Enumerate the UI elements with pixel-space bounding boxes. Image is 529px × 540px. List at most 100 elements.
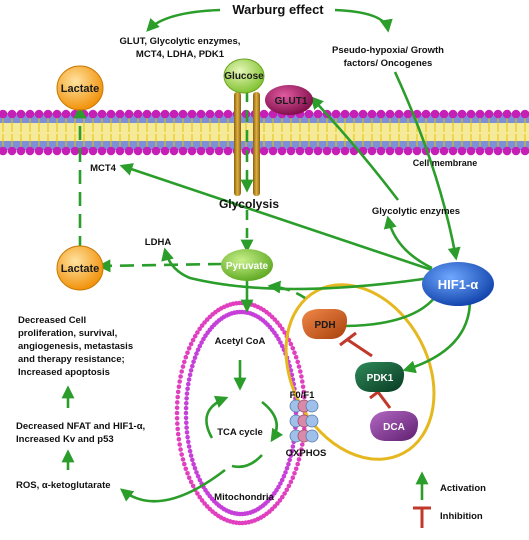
mito-membrane-bead: [174, 405, 180, 411]
mito-membrane-bead: [288, 453, 294, 458]
lipid-head: [7, 109, 17, 119]
mct4-label: MCT4: [90, 163, 117, 174]
mito-membrane-bead: [195, 330, 200, 335]
mito-membrane-bead: [192, 355, 198, 361]
lipid-head: [304, 146, 314, 156]
lipid-head: [34, 109, 44, 119]
mito-membrane-bead: [183, 410, 189, 416]
mito-membrane-bead: [290, 346, 296, 351]
lipid-head: [331, 109, 341, 119]
mito-membrane-bead: [183, 405, 189, 411]
mito-membrane-bead: [175, 394, 180, 400]
mito-membrane-bead: [302, 394, 307, 400]
arrow-enzymes-glut1: [310, 96, 400, 201]
lipid-head: [412, 146, 422, 156]
mito-membrane-bead: [301, 389, 307, 395]
lipid-head: [205, 146, 215, 156]
mito-membrane-bead: [175, 421, 180, 426]
lipid-head: [313, 146, 323, 156]
mito-membrane-bead: [175, 426, 180, 432]
lipid-head: [133, 109, 143, 119]
mito-membrane-bead: [296, 457, 302, 462]
lipid-head: [196, 109, 206, 119]
lipid-head: [52, 146, 62, 156]
lipid-head: [511, 109, 521, 119]
mito-membrane-bead: [278, 340, 283, 345]
warburg-right-line2: factors/ Oncogenes: [344, 58, 433, 69]
mito-membrane-bead: [178, 374, 183, 379]
channel-left: [234, 92, 241, 196]
mito-membrane-bead: [282, 330, 287, 335]
outcome2-line2: Increased Kv and p53: [16, 434, 114, 445]
lipid-head: [520, 146, 529, 156]
outcome1-line1: Decreased Cell: [18, 315, 86, 326]
mito-membrane-bead: [197, 343, 203, 349]
mito-membrane-bead: [185, 471, 190, 476]
mito-membrane-bead: [176, 384, 182, 390]
lipid-head: [340, 146, 350, 156]
lipid-head: [466, 146, 476, 156]
lipid-head: [115, 109, 125, 119]
mito-membrane-bead: [179, 369, 184, 374]
lipid-head: [151, 146, 161, 156]
arrow-ldha-tick: [164, 254, 173, 260]
mito-membrane-bead: [190, 483, 196, 489]
mito-membrane-bead: [188, 368, 194, 373]
mito-membrane-bead: [188, 453, 194, 458]
lipid-head: [178, 109, 188, 119]
arrow-warburg-right: [334, 8, 393, 33]
lipid-head: [151, 109, 161, 119]
lipid-head: [169, 109, 179, 119]
mito-membrane-bead: [175, 400, 180, 405]
lipid-head: [0, 109, 8, 119]
mito-membrane-bead: [190, 457, 195, 463]
mito-membrane-bead: [277, 323, 283, 328]
mito-membrane-bead: [277, 498, 283, 503]
lipid-head: [511, 146, 521, 156]
mito-membrane-bead: [197, 494, 202, 500]
lipid-head: [457, 109, 467, 119]
f0-subunit: [305, 429, 319, 443]
lipid-head: [295, 146, 305, 156]
tca-arc-bottom: [231, 454, 263, 469]
dca-label: DCA: [383, 422, 405, 433]
lipid-head: [214, 146, 224, 156]
glycolytic-enzymes-label: Glycolytic enzymes: [372, 206, 460, 217]
lipid-head: [259, 109, 269, 119]
lipid-head: [277, 146, 287, 156]
mito-membrane-bead: [184, 420, 189, 426]
lipid-head: [331, 146, 341, 156]
inhibit-pdk1-pdh-bar: [339, 331, 357, 347]
arrow-pseudohypoxia-hif: [393, 71, 461, 261]
mito-membrane-bead: [192, 333, 198, 339]
lipid-head: [142, 109, 152, 119]
lipid-head: [187, 109, 197, 119]
mito-membrane-bead: [300, 384, 306, 390]
lipid-head: [421, 109, 431, 119]
mito-membrane-bead: [279, 477, 285, 483]
mito-membrane-bead: [179, 452, 184, 457]
lipid-head: [376, 109, 386, 119]
lipid-head: [466, 109, 476, 119]
lipid-head: [196, 146, 206, 156]
lipid-head: [484, 146, 494, 156]
mito-membrane-bead: [182, 359, 187, 365]
arrow-hif-mct4: [119, 163, 433, 272]
mito-membrane-bead: [288, 341, 294, 347]
acetyl-coa-label: Acetyl CoA: [215, 336, 266, 347]
cell-membrane-label: Cell membrane: [413, 158, 478, 168]
outcome1-line4: and therapy resistance;: [18, 354, 125, 365]
lipid-head: [7, 146, 17, 156]
lipid-head: [457, 146, 467, 156]
inhibit-pdk1-pdh: [347, 338, 373, 358]
lipid-head: [286, 146, 296, 156]
oxphos-label: OXPHOS: [286, 448, 327, 459]
lipid-head: [484, 109, 494, 119]
atp-synthase: [289, 399, 319, 443]
inhibit-dca-pdk1: [376, 391, 392, 409]
pdh-node: [302, 309, 348, 339]
inhibition-label: Inhibition: [440, 511, 483, 522]
pdk1-node: [355, 362, 405, 392]
mito-membrane-bead: [296, 364, 302, 369]
